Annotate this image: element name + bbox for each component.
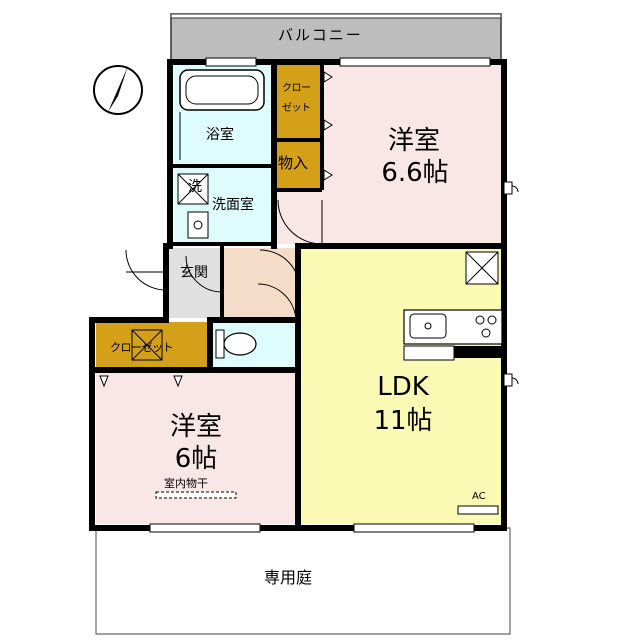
- balcony-label: バルコニー: [278, 26, 363, 44]
- ac-label: AC: [472, 491, 486, 502]
- drying-label: 室内物干: [164, 477, 208, 490]
- storage-label: 物入: [278, 154, 309, 172]
- western-bottom-name: 洋室: [169, 412, 222, 442]
- hallway: [222, 248, 296, 322]
- bath-label: 浴室: [206, 127, 234, 143]
- washroom-label: 洗面室: [212, 197, 254, 213]
- western-room-bottom: [96, 372, 298, 524]
- entrance: [168, 248, 222, 318]
- stove-burner: [475, 315, 485, 325]
- north-arrow-icon: [93, 65, 143, 115]
- ceiling-vent: [131, 329, 163, 361]
- garden-area: [95, 527, 511, 635]
- closet-top-label-line1: クロー: [282, 83, 311, 94]
- ldk-name: LDK: [377, 372, 429, 402]
- hall-strip: [276, 190, 322, 244]
- ldk-room: [300, 248, 502, 524]
- western-bottom-size: 6帖: [174, 444, 218, 474]
- bathtub: [179, 69, 265, 111]
- ac-unit: [457, 505, 499, 515]
- wash-basin: [187, 211, 209, 239]
- washer-label: 洗: [188, 179, 202, 195]
- toilet-bowl: [223, 332, 257, 356]
- balcony-area: [170, 13, 502, 61]
- western-top-size: 6.6帖: [381, 158, 449, 188]
- closet-top: [276, 64, 322, 142]
- western-room-top: [322, 64, 502, 244]
- storage-room: [276, 142, 322, 190]
- kitchen-counter: [403, 309, 503, 345]
- garden-label: 専用庭: [264, 568, 313, 587]
- toilet-tank: [215, 329, 225, 359]
- kitchen-sink: [409, 313, 447, 339]
- ldk-size: 11帖: [373, 406, 433, 436]
- closet-left-label: クローゼット: [110, 341, 174, 354]
- entrance-label: 玄関: [180, 265, 208, 281]
- drying-rail: [155, 491, 237, 499]
- closet-top-label-line2: ゼット: [282, 103, 311, 114]
- western-top-name: 洋室: [387, 126, 440, 156]
